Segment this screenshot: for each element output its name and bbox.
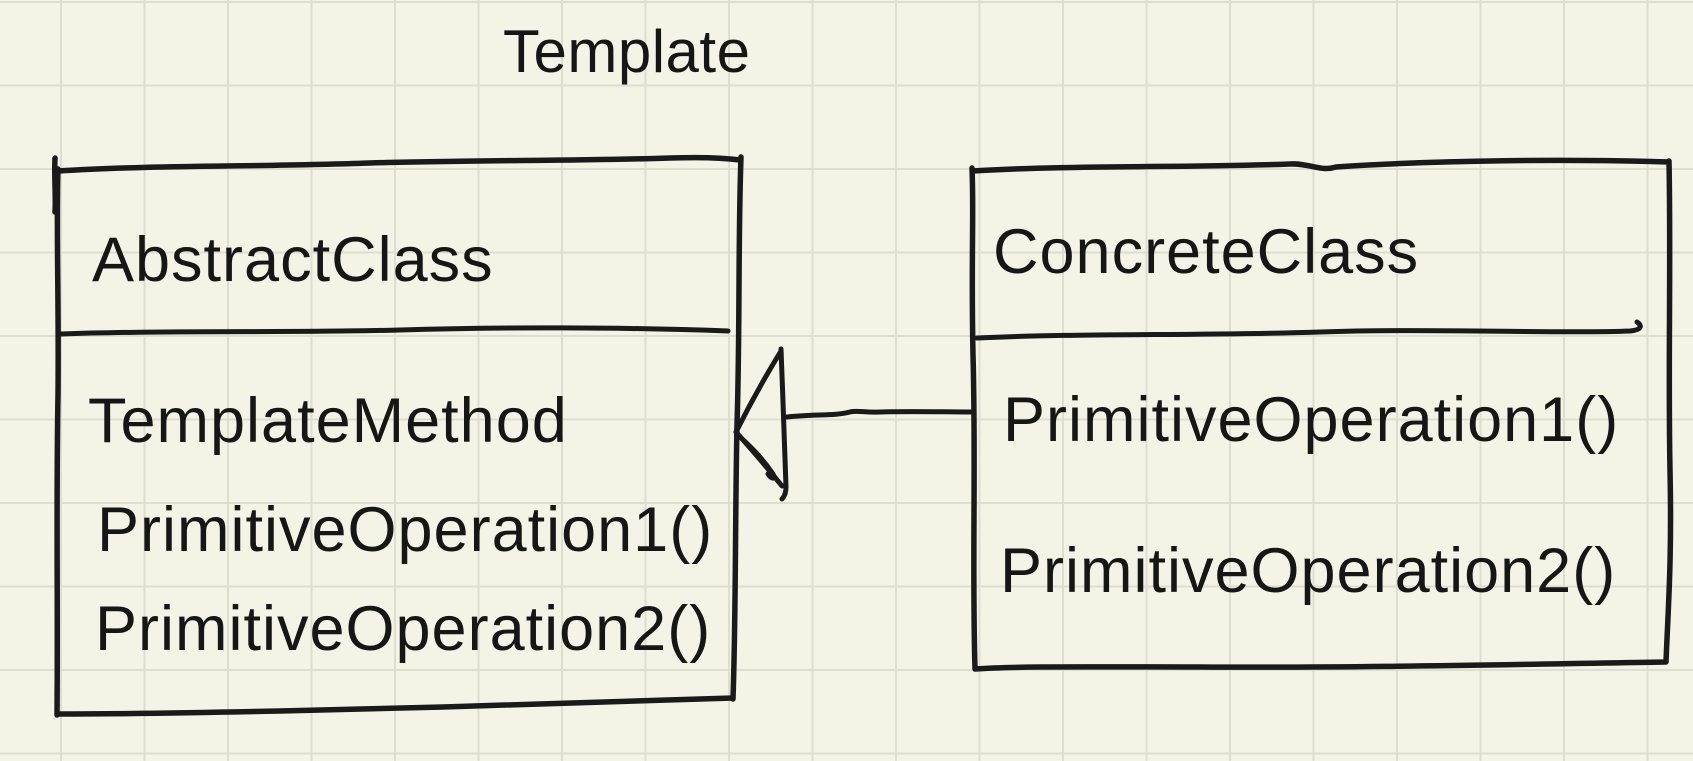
concrete-class-method-primitive-operation-1: PrimitiveOperation1() [1003, 385, 1619, 455]
inheritance-connector-line [784, 408, 974, 420]
abstract-class-method-primitive-operation-1: PrimitiveOperation1() [97, 495, 713, 565]
concrete-class-method-primitive-operation-2: PrimitiveOperation2() [1000, 536, 1616, 606]
inheritance-arrow [733, 346, 974, 502]
abstract-class-divider [58, 325, 731, 337]
diagram-title: Template [503, 18, 750, 85]
abstract-class-method-primitive-operation-2: PrimitiveOperation2() [95, 594, 711, 664]
concrete-class-border [969, 157, 1674, 672]
concrete-class-divider [974, 319, 1643, 341]
abstract-class-method-template-method: TemplateMethod [88, 386, 568, 456]
concrete-class-box: ConcreteClass PrimitiveOperation1() Prim… [969, 157, 1674, 672]
abstract-class-name: AbstractClass [92, 225, 494, 295]
abstract-class-box: AbstractClass TemplateMethod PrimitiveOp… [51, 154, 744, 718]
inheritance-triangle-icon [733, 346, 789, 502]
concrete-class-name: ConcreteClass [993, 217, 1419, 287]
